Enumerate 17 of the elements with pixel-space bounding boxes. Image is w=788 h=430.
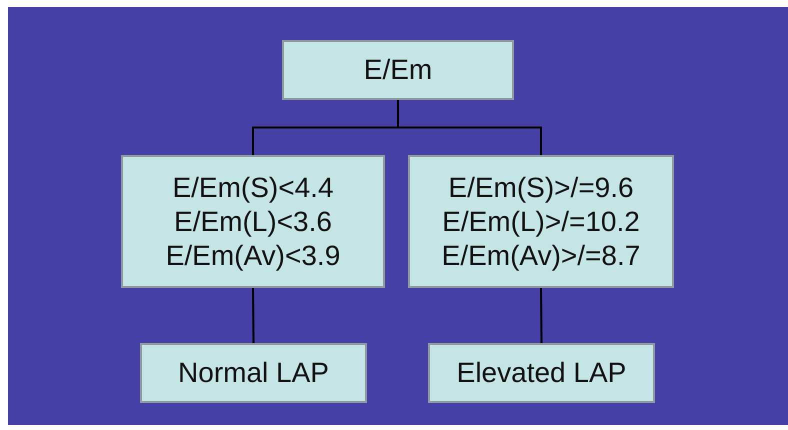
- text-box: [408, 155, 674, 288]
- node-text: E/Em(L)>/=10.2: [442, 204, 640, 238]
- node-text: E/Em(L)<3.6: [174, 204, 332, 238]
- node-text: E/Em(S)<4.4: [172, 170, 334, 204]
- text-box: [121, 155, 385, 288]
- node-text: Elevated LAP: [456, 356, 626, 390]
- text-box: [282, 40, 514, 100]
- text-box: [428, 343, 655, 403]
- text-box: [140, 343, 367, 403]
- connector-line: [540, 288, 542, 344]
- node-text: Normal LAP: [178, 356, 329, 390]
- node-text: E/Em(Av)<3.9: [166, 238, 340, 272]
- node-text: E/Em: [364, 53, 432, 87]
- connector-line: [397, 100, 542, 155]
- node-text: E/Em(Av)>/=8.7: [442, 238, 640, 272]
- connector-line: [252, 288, 254, 344]
- node-text: E/Em(S)>/=9.6: [448, 170, 634, 204]
